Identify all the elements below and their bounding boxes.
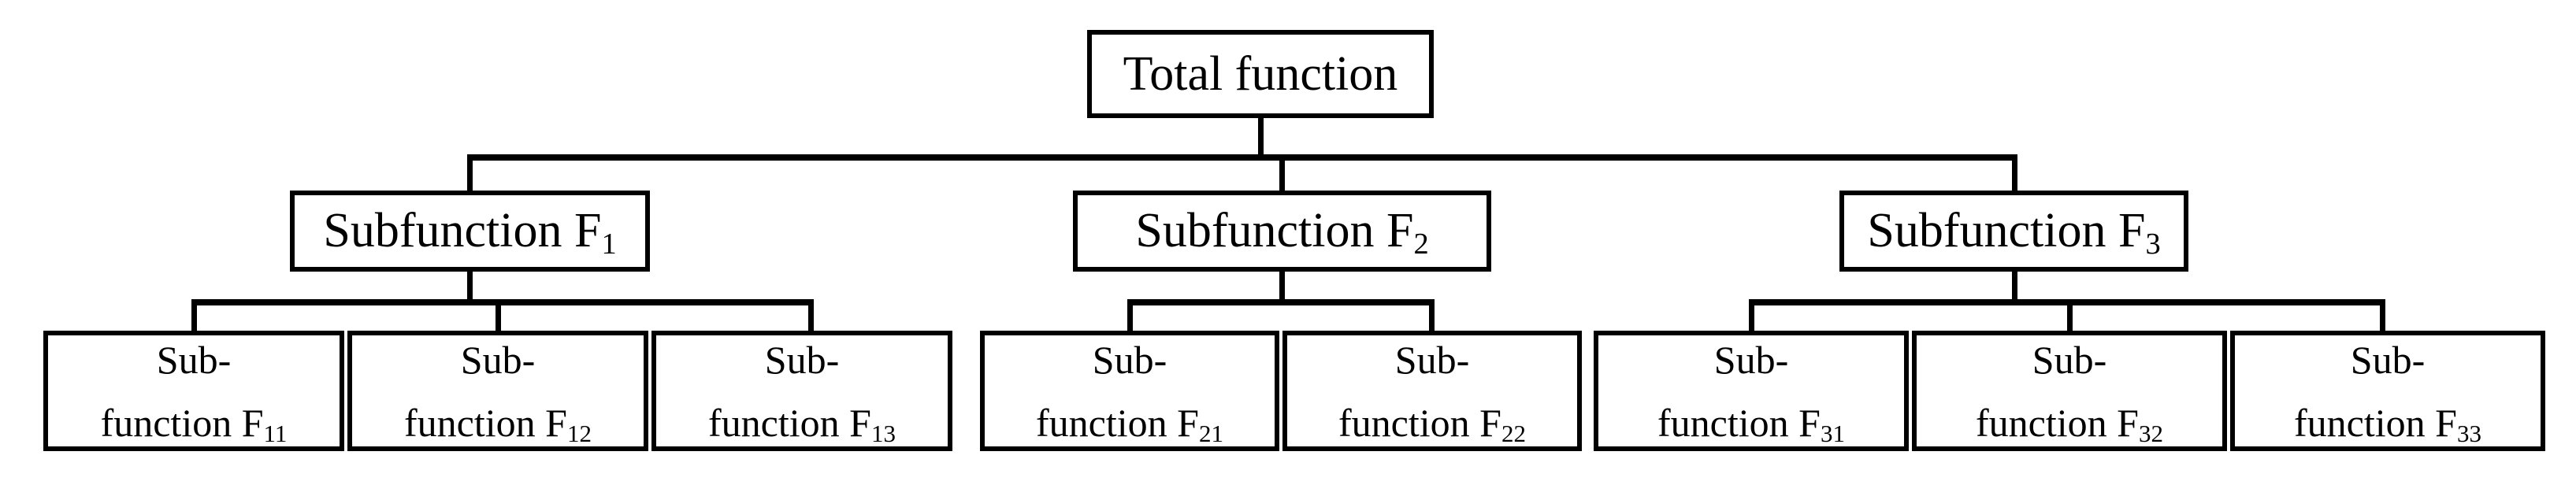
connector-level2-drop-f22	[1429, 299, 1435, 331]
node-subfunction-f11-line1: Sub-	[156, 337, 232, 382]
node-subfunction-f22-line2: function F22	[1338, 400, 1526, 447]
node-subfunction-f11[interactable]: Sub- function F11	[43, 331, 344, 451]
node-subfunction-f21-line1: Sub-	[1092, 337, 1167, 382]
node-subfunction-f32-line1: Sub-	[2032, 337, 2107, 382]
node-subfunction-f33-line1: Sub-	[2350, 337, 2426, 382]
node-subfunction-f31-line2: function F31	[1657, 400, 1845, 447]
node-total-function[interactable]: Total function	[1087, 30, 1434, 118]
node-subfunction-f12-line1: Sub-	[460, 337, 536, 382]
connector-level2-bar-f1	[191, 299, 814, 305]
connector-group-drop-f1	[467, 272, 473, 299]
connector-level2-drop-f12	[496, 299, 501, 331]
subscript: 12	[566, 419, 592, 447]
node-subfunction-f2-label: Subfunction F2	[1135, 204, 1429, 261]
node-subfunction-f12-line2: function F12	[404, 400, 592, 447]
connector-group-drop-f2	[1279, 272, 1285, 299]
subscript: 3	[2145, 228, 2161, 261]
subscript: 13	[870, 419, 896, 447]
subscript: 11	[263, 419, 288, 447]
subscript: 33	[2456, 419, 2481, 447]
connector-root-drop	[1258, 118, 1264, 154]
node-subfunction-f11-line2: function F11	[100, 400, 288, 447]
subscript: 2	[1413, 228, 1429, 261]
subscript: 1	[601, 228, 617, 261]
node-subfunction-f32-line2: function F32	[1976, 400, 2163, 447]
node-subfunction-f33[interactable]: Sub- function F33	[2230, 331, 2545, 451]
node-subfunction-f12[interactable]: Sub- function F12	[347, 331, 648, 451]
connector-level1-drop-f1	[467, 154, 473, 191]
node-subfunction-f3[interactable]: Subfunction F3	[1839, 191, 2188, 272]
node-total-function-label: Total function	[1123, 46, 1398, 101]
node-subfunction-f33-line2: function F33	[2294, 400, 2481, 447]
node-subfunction-f31[interactable]: Sub- function F31	[1594, 331, 1909, 451]
connector-level2-drop-f21	[1127, 299, 1133, 331]
connector-level2-bar-f2	[1127, 299, 1435, 305]
node-subfunction-f2[interactable]: Subfunction F2	[1073, 191, 1491, 272]
subscript: 21	[1198, 419, 1223, 447]
node-subfunction-f13-line1: Sub-	[764, 337, 840, 382]
node-subfunction-f1[interactable]: Subfunction F1	[290, 191, 650, 272]
connector-level1-drop-f3	[2012, 154, 2017, 191]
connector-level2-drop-f11	[191, 299, 197, 331]
connector-group-drop-f3	[2012, 272, 2017, 299]
connector-level1-drop-f2	[1279, 154, 1285, 191]
node-subfunction-f21[interactable]: Sub- function F21	[980, 331, 1279, 451]
node-subfunction-f13-line2: function F13	[708, 400, 896, 447]
node-subfunction-f1-label: Subfunction F1	[323, 204, 617, 261]
node-subfunction-f22[interactable]: Sub- function F22	[1282, 331, 1582, 451]
node-subfunction-f13[interactable]: Sub- function F13	[651, 331, 952, 451]
connector-level2-drop-f33	[2380, 299, 2385, 331]
node-subfunction-f3-label: Subfunction F3	[1867, 204, 2161, 261]
subscript: 31	[1820, 419, 1845, 447]
subscript: 32	[2138, 419, 2163, 447]
connector-level2-drop-f31	[1749, 299, 1754, 331]
node-subfunction-f31-line1: Sub-	[1713, 337, 1789, 382]
connector-level1-bar	[467, 154, 2017, 161]
subscript: 22	[1501, 419, 1526, 447]
connector-level2-drop-f32	[2067, 299, 2073, 331]
node-subfunction-f22-line1: Sub-	[1394, 337, 1470, 382]
node-subfunction-f32[interactable]: Sub- function F32	[1912, 331, 2227, 451]
connector-level2-drop-f13	[808, 299, 814, 331]
node-subfunction-f21-line2: function F21	[1036, 400, 1223, 447]
